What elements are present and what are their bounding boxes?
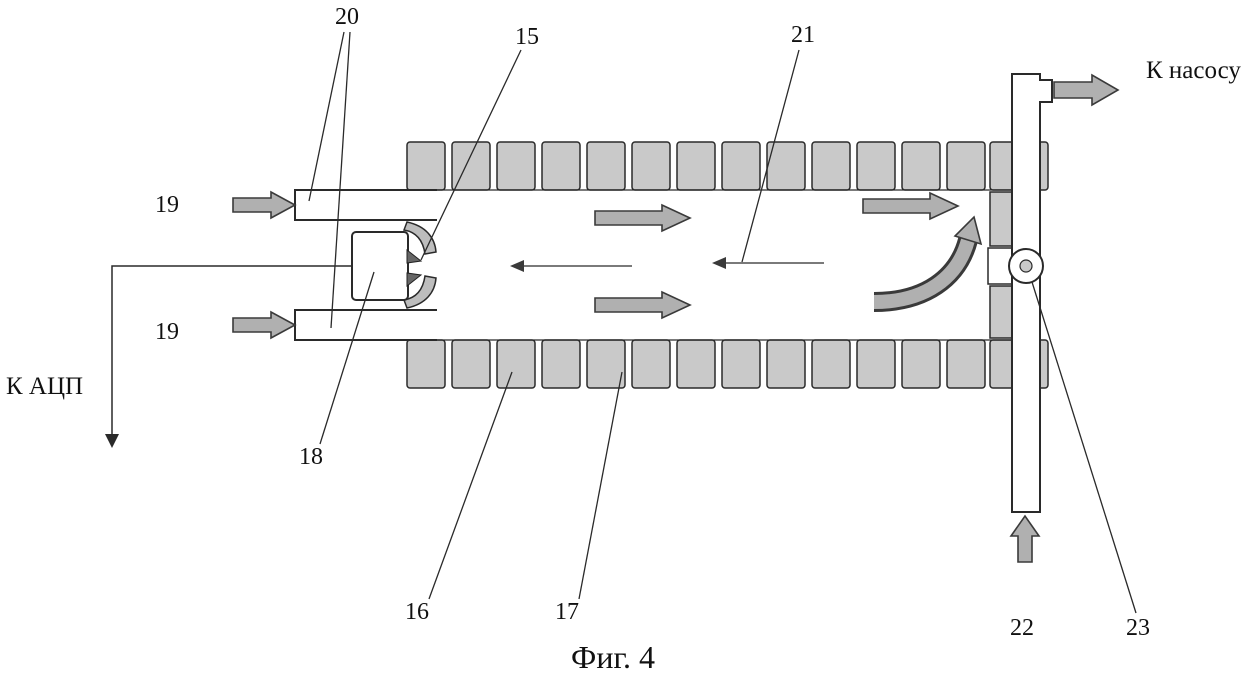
leader-line-21 <box>741 49 800 263</box>
wall-block <box>901 339 941 389</box>
adc-wire-arrowhead-icon <box>105 434 119 448</box>
flow-arrow-forward-upper-icon <box>594 203 692 233</box>
wall-block <box>766 339 806 389</box>
wall-block <box>451 339 491 389</box>
chamber-bottom-wall <box>406 339 1049 389</box>
ref-label-16: 16 <box>405 599 429 625</box>
flow-arrows <box>232 73 1120 563</box>
figure-caption: Фиг. 4 <box>571 639 655 675</box>
ref-label-17: 17 <box>555 599 579 625</box>
ref-label-15: 15 <box>515 24 539 50</box>
return-flow-arrowhead-right-icon <box>712 257 726 269</box>
leader-line-17 <box>578 371 623 600</box>
wall-block <box>406 141 446 191</box>
wall-block <box>631 339 671 389</box>
nozzle-jaw-top <box>406 248 423 264</box>
ref-label-23: 23 <box>1126 615 1150 641</box>
right-wall-lower-block <box>989 285 1013 339</box>
leader-line-16 <box>428 371 513 600</box>
pump-flow-arrow-icon <box>1053 73 1120 107</box>
inlet-flow-arrow-bottom-icon <box>232 310 297 340</box>
inlet-flow-arrow-top-icon <box>232 190 297 220</box>
ref-label-19-top: 19 <box>155 192 179 218</box>
wall-block <box>811 141 851 191</box>
chamber-top-wall <box>406 141 1049 191</box>
wall-block <box>856 141 896 191</box>
ref-label-21: 21 <box>791 22 815 48</box>
leader-line-15 <box>420 49 522 261</box>
wall-block <box>496 141 536 191</box>
leader-line-20b <box>330 31 351 329</box>
bottom-inlet-arrow-icon <box>1009 514 1041 563</box>
leader-line-23 <box>1031 281 1137 614</box>
wall-block <box>676 339 716 389</box>
ref-label-20: 20 <box>335 4 359 30</box>
wall-block <box>901 141 941 191</box>
wall-block <box>586 141 626 191</box>
ref-label-18: 18 <box>299 444 323 470</box>
to-pump-label: К насосу <box>1146 57 1241 84</box>
inlet-tube-top <box>294 189 437 221</box>
uturn-arrowhead-icon <box>953 215 983 246</box>
flow-arrow-forward-right-icon <box>862 191 960 221</box>
deflector-vane-bottom <box>402 275 437 309</box>
outlet-pipe <box>1011 73 1053 513</box>
wall-block <box>541 339 581 389</box>
wall-block <box>676 141 716 191</box>
flow-arrow-forward-lower-icon <box>594 290 692 320</box>
wall-block <box>541 141 581 191</box>
wall-block <box>946 141 986 191</box>
wall-block <box>406 339 446 389</box>
inlet-tube-bottom <box>294 309 437 341</box>
ref-label-19-bottom: 19 <box>155 319 179 345</box>
right-wall-upper-block <box>989 191 1013 247</box>
leader-line-20a <box>308 31 345 202</box>
nozzle-jaw-bottom <box>406 272 423 288</box>
wall-block <box>586 339 626 389</box>
valve-center <box>1019 259 1033 273</box>
wall-block <box>811 339 851 389</box>
sensor-box <box>351 231 409 301</box>
adc-wire <box>111 265 352 436</box>
wall-block <box>946 339 986 389</box>
leader-line-18 <box>319 271 375 445</box>
ref-label-22: 22 <box>1010 615 1034 641</box>
wall-block <box>856 339 896 389</box>
return-flow-arrowhead-left-icon <box>510 260 524 272</box>
wall-block <box>721 141 761 191</box>
wall-block <box>721 339 761 389</box>
wall-block <box>631 141 671 191</box>
uturn-arrow-band <box>873 237 975 309</box>
to-adc-label: К АЦП <box>6 373 83 400</box>
wall-block <box>496 339 536 389</box>
